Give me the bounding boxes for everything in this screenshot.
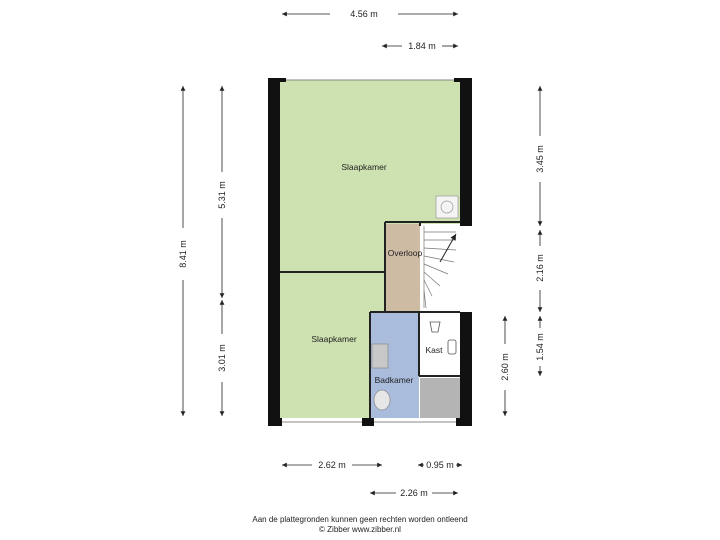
bath-sink-fixture [371, 343, 389, 369]
dim-label-top-total: 4.56 m [350, 9, 378, 19]
room-label-landing: Overloop [388, 248, 423, 258]
stair-arrow-icon [439, 233, 457, 263]
dim-label-bottom-right: 0.95 m [426, 460, 454, 470]
stairs [423, 226, 457, 309]
dim-label-left-total: 8.41 m [178, 240, 188, 268]
landing-area [386, 224, 421, 312]
footer-disclaimer: Aan de plattegronden kunnen geen rechten… [252, 515, 468, 524]
dim-label-left-lower: 3.01 m [217, 344, 227, 372]
sink-fixture [435, 195, 459, 219]
room-label-bedroom-top: Slaapkamer [341, 162, 387, 172]
interior-walls [280, 221, 460, 418]
room-label-bedroom-bottom: Slaapkamer [311, 334, 357, 344]
closet-washer-icon [429, 321, 441, 333]
dim-label-right-middle: 2.16 m [535, 254, 545, 282]
dim-label-left-upper: 5.31 m [217, 181, 227, 209]
sink-bowl-icon [440, 200, 454, 214]
dim-label-right-lower: 1.54 m [535, 333, 545, 361]
walls [268, 78, 472, 426]
windows [282, 79, 456, 423]
dim-label-bottom-left: 2.62 m [318, 460, 346, 470]
room-label-closet: Kast [425, 345, 443, 355]
room-label-bathroom: Badkamer [375, 375, 414, 385]
dim-label-top-partial: 1.84 m [408, 41, 436, 51]
footer-copyright: © Zibber www.zibber.nl [319, 525, 401, 534]
dim-label-bottom-second: 2.26 m [400, 488, 428, 498]
dim-label-right-inner: 2.60 m [500, 353, 510, 381]
shower-area [420, 378, 460, 418]
toilet-icon [373, 389, 391, 411]
dim-label-right-upper: 3.45 m [535, 145, 545, 173]
closet-boiler-icon [447, 339, 457, 355]
